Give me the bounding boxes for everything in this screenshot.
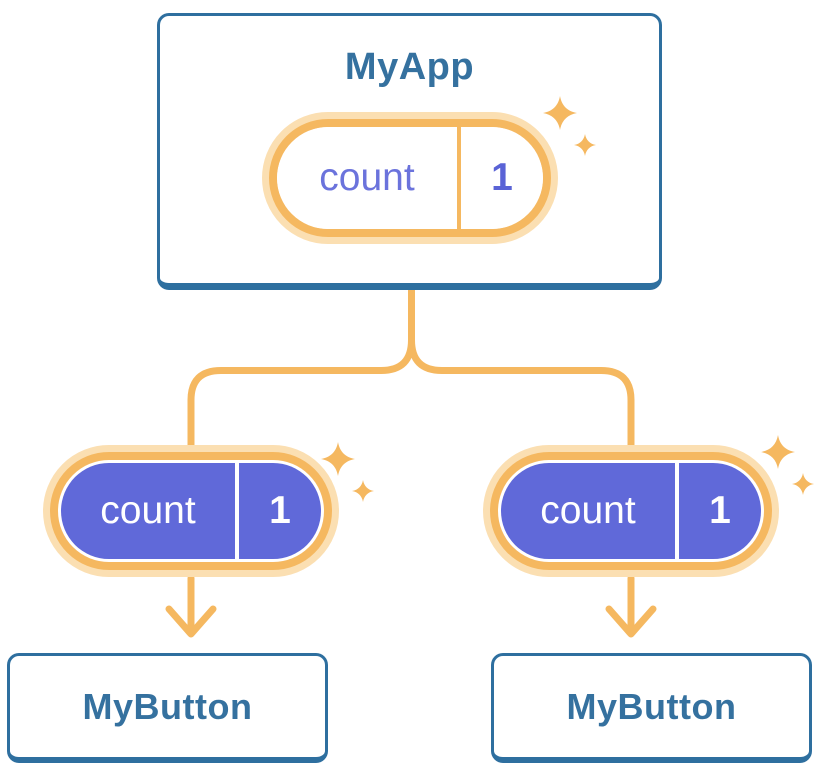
sparkle-icon: [543, 96, 596, 156]
component-title: MyButton: [82, 685, 253, 727]
connector-fork: [187, 339, 635, 467]
sparkle-small: [792, 473, 814, 495]
state-pill-right: count 1: [483, 445, 779, 577]
sparkle-icon: [321, 442, 374, 502]
state-value: 1: [269, 489, 291, 532]
sparkle-icon: [761, 435, 814, 495]
state-name: count: [540, 489, 636, 532]
pill-divider: [675, 463, 679, 559]
state-pill-core: count 1: [498, 460, 764, 562]
state-value: 1: [709, 489, 731, 532]
state-pill-core: count 1: [58, 460, 324, 562]
state-pill-left: count 1: [43, 445, 339, 577]
pill-divider: [235, 463, 239, 559]
sparkle-big: [321, 442, 355, 476]
state-pill-root: count 1: [262, 112, 558, 244]
pill-divider: [457, 127, 461, 229]
state-name: count: [100, 489, 196, 532]
component-title: MyApp: [344, 46, 475, 88]
sparkle-small: [574, 134, 596, 156]
component-card-mybutton-left: MyButton: [7, 653, 328, 763]
component-title: MyButton: [566, 685, 737, 727]
state-name: count: [319, 156, 415, 199]
sparkle-big: [543, 96, 577, 130]
sparkle-small: [352, 480, 374, 502]
sparkle-big: [761, 435, 795, 469]
state-value: 1: [491, 156, 513, 199]
arrow-left-head: [165, 605, 217, 638]
state-pill-core: count 1: [277, 127, 543, 229]
component-card-mybutton-right: MyButton: [491, 653, 812, 763]
arrow-right-head: [605, 605, 657, 638]
